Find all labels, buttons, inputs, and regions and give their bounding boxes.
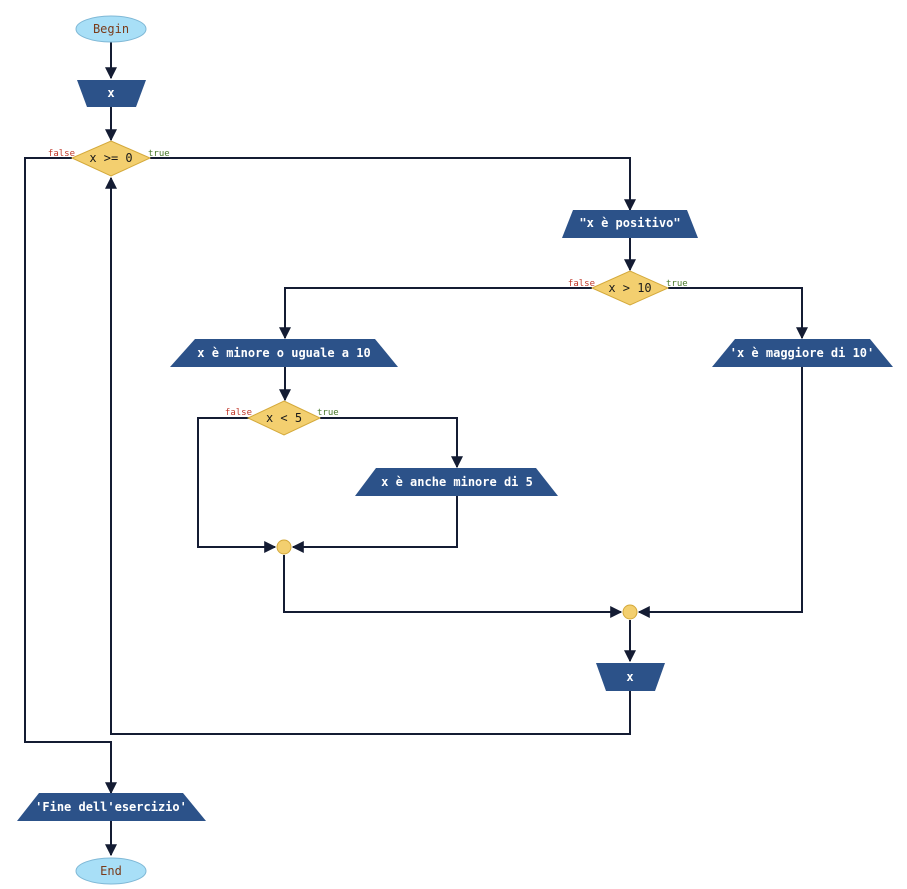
out-minore-10-label: x è minore o uguale a 10	[197, 346, 370, 360]
edge-minore5-to-join	[291, 496, 458, 553]
node-out-fine[interactable]: 'Fine dell'esercizio'	[17, 793, 206, 821]
true-label: true	[666, 279, 688, 289]
cond-x-lt-5-label: x < 5	[266, 411, 302, 425]
false-label: false	[48, 149, 75, 159]
false-label: false	[225, 408, 252, 418]
edge-cond0-true	[150, 157, 636, 212]
edge-joininner-to-joinouter	[283, 555, 623, 618]
decision-shape	[70, 140, 152, 177]
edge-maggiore10-to-joinouter	[637, 367, 803, 618]
node-out-minore-10[interactable]: x è minore o uguale a 10	[170, 339, 398, 367]
end-label: End	[100, 864, 122, 878]
input-x-label: x	[107, 86, 114, 100]
terminal-shape	[75, 857, 147, 885]
out-minore-5-label: x è anche minore di 5	[381, 475, 533, 489]
node-end[interactable]: End	[75, 857, 147, 885]
node-out-positivo[interactable]: "x è positivo"	[562, 210, 698, 238]
edge-cond5-true	[320, 417, 463, 469]
node-join-outer[interactable]	[622, 604, 638, 620]
edge-cond0-false	[24, 157, 117, 795]
node-join-inner[interactable]	[276, 539, 292, 555]
edge-cond5-false	[197, 417, 277, 553]
terminal-shape	[75, 15, 147, 43]
begin-label: Begin	[93, 22, 129, 36]
output-shape	[17, 793, 206, 821]
input-shape	[77, 80, 146, 107]
edge-loop-back	[105, 176, 631, 735]
node-out-maggiore-10[interactable]: 'x è maggiore di 10'	[712, 339, 893, 367]
edge-cond10-true	[668, 287, 808, 340]
true-label: true	[317, 408, 339, 418]
node-out-minore-5[interactable]: x è anche minore di 5	[355, 468, 558, 496]
output-shape	[355, 468, 558, 496]
input-x2-label: x	[626, 670, 633, 684]
out-maggiore-10-label: 'x è maggiore di 10'	[730, 346, 875, 360]
output-shape	[170, 339, 398, 367]
decision-shape	[590, 270, 670, 306]
out-fine-label: 'Fine dell'esercizio'	[35, 800, 187, 814]
node-cond-x-lt-5[interactable]: x < 5 false true	[225, 400, 339, 436]
false-label: false	[568, 279, 595, 289]
true-label: true	[148, 149, 170, 159]
node-input-x[interactable]: x	[77, 80, 146, 107]
edges	[24, 42, 808, 857]
input-shape	[596, 663, 665, 691]
output-shape	[562, 210, 698, 238]
decision-shape	[246, 400, 322, 436]
output-shape	[712, 339, 893, 367]
cond-x-ge-0-label: x >= 0	[89, 151, 132, 165]
node-begin[interactable]: Begin	[75, 15, 147, 43]
junction-shape	[276, 539, 292, 555]
out-positivo-label: "x è positivo"	[579, 216, 680, 230]
node-cond-x-ge-0[interactable]: x >= 0 false true	[48, 140, 170, 177]
node-cond-x-gt-10[interactable]: x > 10 false true	[568, 270, 688, 306]
edge-cond10-false	[279, 287, 592, 340]
junction-shape	[622, 604, 638, 620]
node-input-x2[interactable]: x	[596, 663, 665, 691]
cond-x-gt-10-label: x > 10	[608, 281, 651, 295]
